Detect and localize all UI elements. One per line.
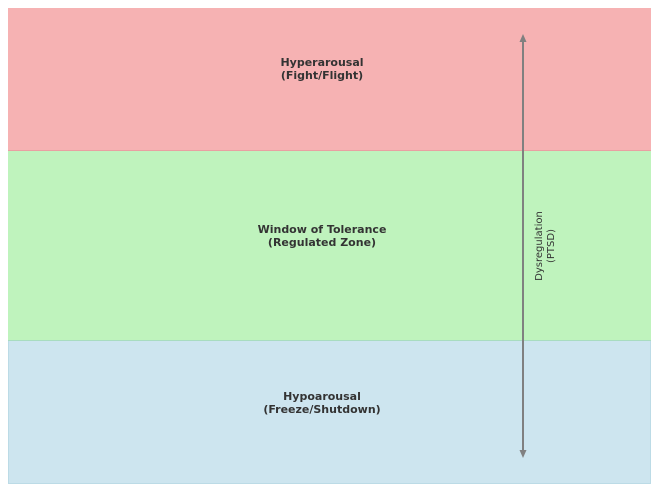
- hyperarousal-subtitle: (Fight/Flight): [280, 69, 364, 82]
- dysregulation-label-line1: Dysregulation: [534, 211, 545, 281]
- hypoarousal-zone: [8, 341, 651, 484]
- hypoarousal-subtitle: (Freeze/Shutdown): [263, 403, 381, 416]
- arrow-head-up: [519, 34, 527, 42]
- window-of-tolerance-subtitle: (Regulated Zone): [267, 236, 377, 249]
- hypoarousal-label: Hypoarousal (Freeze/Shutdown): [0, 390, 644, 416]
- dysregulation-label-line2: (PTSD): [546, 229, 557, 263]
- hyperarousal-label: Hyperarousal (Fight/Flight): [0, 56, 644, 82]
- arrow-head-down: [519, 450, 527, 458]
- dysregulation-label: Dysregulation (PTSD): [534, 186, 558, 306]
- window-of-tolerance-zone: [8, 151, 651, 341]
- hypoarousal-title: Hypoarousal: [283, 390, 361, 403]
- hyperarousal-title: Hyperarousal: [280, 56, 364, 69]
- window-of-tolerance-title: Window of Tolerance: [257, 223, 387, 236]
- window-of-tolerance-label: Window of Tolerance (Regulated Zone): [0, 223, 644, 249]
- hyperarousal-zone: [8, 8, 651, 151]
